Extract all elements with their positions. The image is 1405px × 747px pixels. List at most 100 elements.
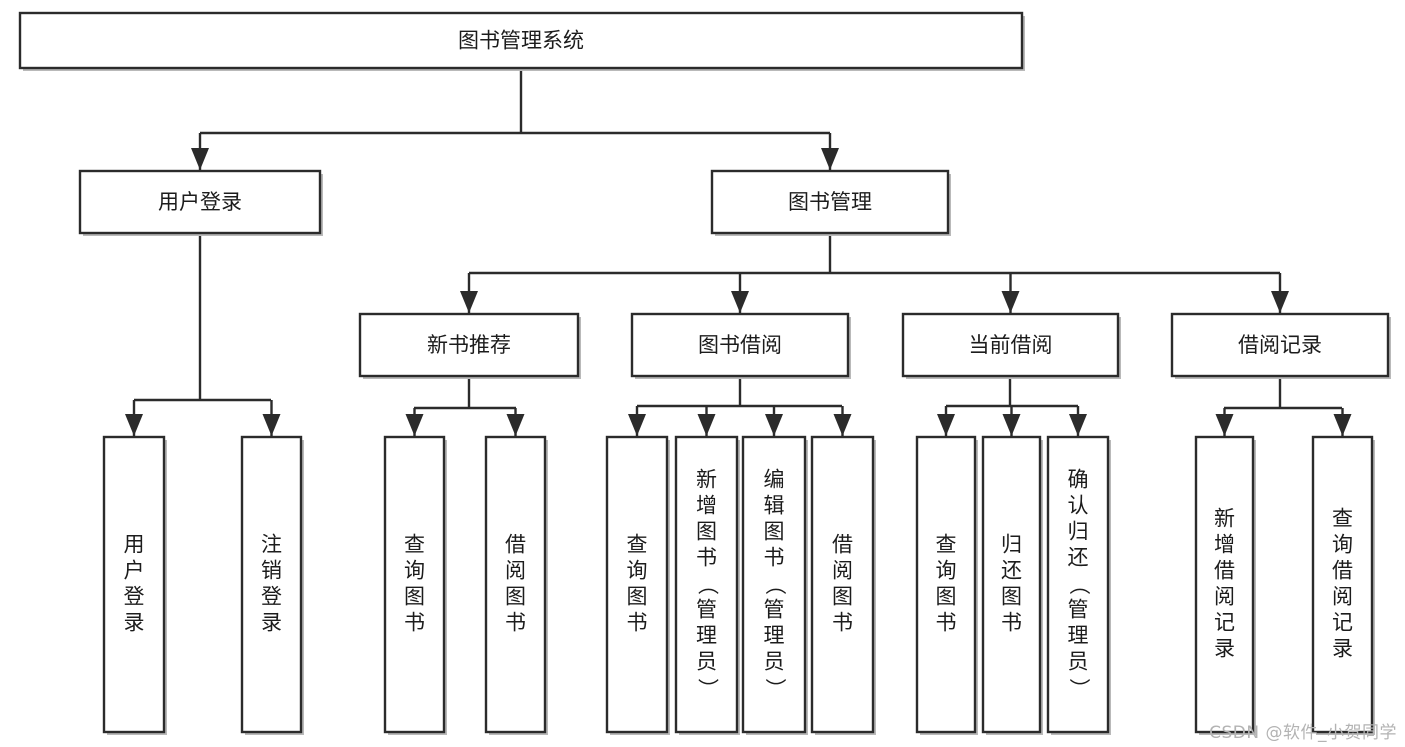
node-box[interactable] — [901, 312, 1120, 378]
arrow-head-icon — [1333, 414, 1352, 436]
arrow-head-icon — [628, 414, 646, 436]
svg-text:录: 录 — [124, 611, 145, 635]
node-current-borrow[interactable]: 当前借阅 — [901, 312, 1121, 379]
edge-new-book-rec-to-leaf-borrow-book-1 — [506, 408, 525, 436]
node-box[interactable] — [240, 435, 303, 734]
svg-text:（: （ — [763, 574, 787, 595]
node-box[interactable] — [1170, 312, 1390, 378]
svg-text:图: 图 — [764, 520, 785, 544]
svg-text:管: 管 — [764, 598, 785, 622]
node-box[interactable] — [981, 435, 1042, 734]
node-box[interactable] — [605, 435, 669, 734]
arrow-head-icon — [1002, 414, 1021, 436]
svg-text:书: 书 — [404, 611, 425, 635]
connector-bus-book-borrow — [637, 376, 842, 408]
svg-text:询: 询 — [1332, 533, 1353, 557]
node-borrow-record[interactable]: 借阅记录 — [1170, 312, 1391, 379]
svg-text:书: 书 — [1001, 611, 1022, 635]
node-box[interactable] — [1046, 435, 1110, 734]
svg-text:录: 录 — [261, 611, 282, 635]
svg-text:阅: 阅 — [505, 559, 526, 583]
edge-book-borrow-to-leaf-edit-book — [765, 406, 783, 436]
svg-text:还: 还 — [1001, 559, 1022, 583]
arrow-head-icon — [262, 414, 281, 436]
node-book-borrow[interactable]: 图书借阅 — [630, 312, 851, 379]
node-new-book-rec[interactable]: 新书推荐 — [358, 312, 581, 379]
node-box[interactable] — [741, 435, 807, 734]
svg-text:管: 管 — [1068, 598, 1089, 622]
node-box[interactable] — [1194, 435, 1255, 734]
svg-text:询: 询 — [627, 559, 648, 583]
edge-current-borrow-to-leaf-confirm-return — [1069, 406, 1087, 436]
arrow-head-icon — [821, 148, 839, 170]
svg-text:（: （ — [1067, 574, 1091, 595]
svg-text:阅: 阅 — [1214, 585, 1235, 609]
svg-text:员: 员 — [696, 650, 717, 674]
arrow-head-icon — [765, 414, 783, 436]
svg-text:书: 书 — [936, 611, 957, 635]
node-box[interactable] — [102, 435, 166, 734]
node-box[interactable] — [1311, 435, 1374, 734]
svg-text:查: 查 — [627, 533, 648, 557]
node-root[interactable]: 图书管理系统 — [18, 11, 1025, 71]
svg-text:管: 管 — [696, 598, 717, 622]
node-box[interactable] — [78, 169, 322, 235]
arrow-head-icon — [1069, 414, 1087, 436]
edge-book-borrow-to-leaf-borrow-book-2 — [833, 406, 852, 436]
connector-bus-borrow-record — [1224, 376, 1342, 410]
arrow-head-icon — [1271, 291, 1289, 313]
edge-borrow-record-to-leaf-query-record — [1333, 408, 1352, 436]
svg-text:还: 还 — [1068, 546, 1089, 570]
connector-bus-user-login — [134, 233, 271, 402]
node-box[interactable] — [674, 435, 739, 734]
node-box[interactable] — [710, 169, 950, 235]
node-box[interactable] — [915, 435, 977, 734]
edge-user-login-to-leaf-logout — [262, 400, 281, 436]
node-user-login[interactable]: 用户登录 — [78, 169, 323, 236]
node-box[interactable] — [358, 312, 580, 378]
svg-text:记: 记 — [1332, 611, 1353, 635]
node-box[interactable] — [383, 435, 446, 734]
svg-text:编: 编 — [764, 468, 785, 492]
svg-text:图: 图 — [1001, 585, 1022, 609]
node-box[interactable] — [484, 435, 547, 734]
svg-text:新: 新 — [696, 468, 717, 492]
svg-text:借: 借 — [505, 533, 526, 557]
node-leaf-user-login[interactable]: 用户登录 — [102, 435, 167, 735]
node-box[interactable] — [630, 312, 850, 378]
node-book-manage[interactable]: 图书管理 — [710, 169, 951, 236]
arrow-head-icon — [191, 148, 209, 170]
edge-root-to-book-manage — [821, 133, 839, 170]
node-box[interactable] — [810, 435, 875, 734]
svg-text:图: 图 — [696, 520, 717, 544]
svg-text:录: 录 — [1332, 637, 1353, 661]
svg-text:书: 书 — [764, 546, 785, 570]
arrow-head-icon — [937, 414, 955, 436]
svg-text:阅: 阅 — [1332, 585, 1353, 609]
node-box[interactable] — [18, 11, 1024, 70]
connector-layer — [125, 68, 1352, 436]
svg-text:员: 员 — [1068, 650, 1089, 674]
